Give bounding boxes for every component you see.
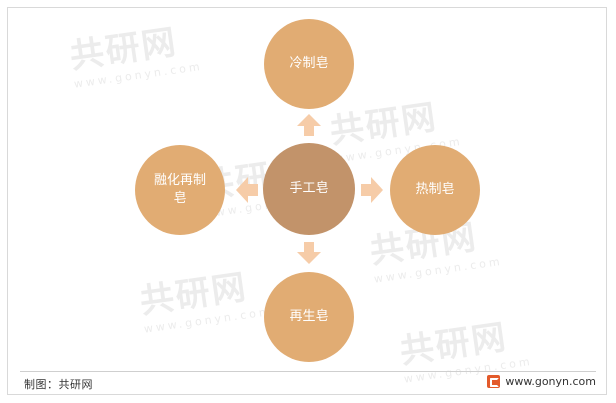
node-hot-process-soap: 热制皂 — [390, 145, 480, 235]
brand-logo-icon — [487, 375, 501, 388]
node-label: 冷制皂 — [289, 56, 329, 71]
arrow-up-icon — [297, 114, 321, 136]
node-handmade-soap: 手工皂 — [263, 143, 355, 235]
arrow-left-icon — [236, 177, 258, 203]
footer-website: www.gonyn.com — [487, 375, 596, 388]
website-text: www.gonyn.com — [505, 375, 596, 388]
figure-source: 制图：共研网 — [24, 378, 93, 391]
arrow-down-icon — [297, 242, 321, 264]
node-label: 热制皂 — [415, 182, 455, 197]
node-label: 再生皂 — [289, 309, 329, 324]
footer-divider — [20, 371, 596, 372]
node-cold-process-soap: 冷制皂 — [264, 19, 354, 109]
node-recycled-soap: 再生皂 — [264, 272, 354, 362]
node-melt-and-pour-soap: 融化再制 皂 — [135, 145, 225, 235]
arrow-right-icon — [361, 177, 383, 203]
node-label: 手工皂 — [289, 181, 329, 196]
node-label: 融化再制 皂 — [153, 173, 206, 206]
